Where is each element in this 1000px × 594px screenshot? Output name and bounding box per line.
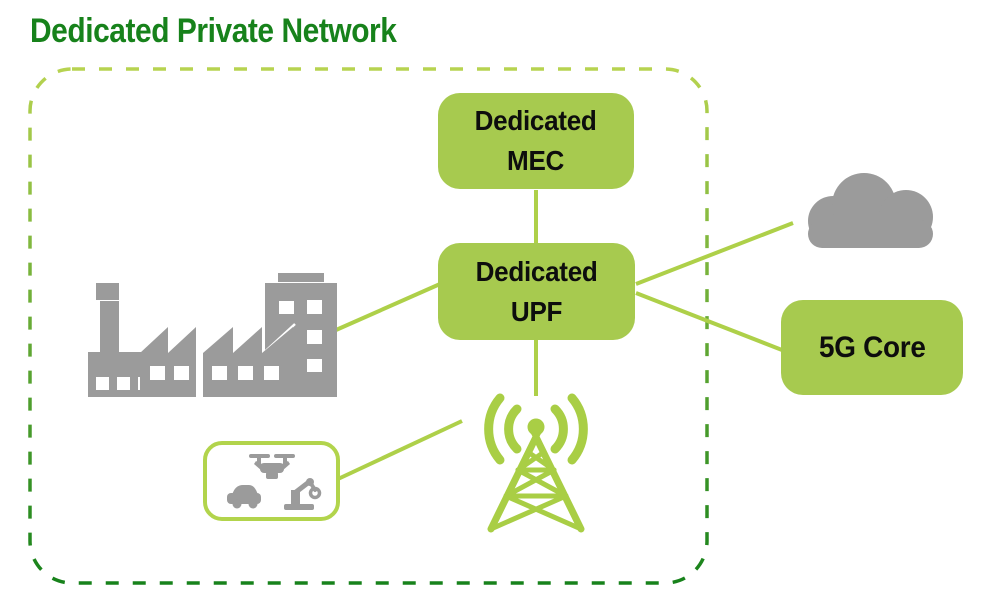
connector-factory-upf [335, 282, 441, 332]
node-dedicated-mec-label: Dedicated MEC [475, 105, 597, 176]
private-network-boundary [28, 67, 709, 585]
signal-waves-icon [484, 393, 588, 465]
drone-icon [249, 454, 295, 479]
robot-arm-icon [284, 478, 322, 510]
car-icon [227, 485, 261, 509]
node-5g-core: 5G Core [781, 300, 963, 395]
connector-devices-tower [337, 419, 463, 481]
node-dedicated-mec: Dedicated MEC [438, 93, 634, 189]
connector-upf-cloud [635, 221, 794, 286]
node-5g-core-label: 5G Core [818, 330, 926, 364]
cloud-icon [808, 173, 933, 248]
node-dedicated-upf-label: Dedicated UPF [475, 255, 598, 327]
cell-tower-icon [484, 393, 588, 533]
device-group-box [203, 441, 340, 521]
page-title: Dedicated Private Network [30, 12, 397, 50]
connector-upf-core [635, 291, 783, 352]
factory-icon [88, 273, 337, 397]
node-dedicated-upf: Dedicated UPF [438, 243, 635, 340]
